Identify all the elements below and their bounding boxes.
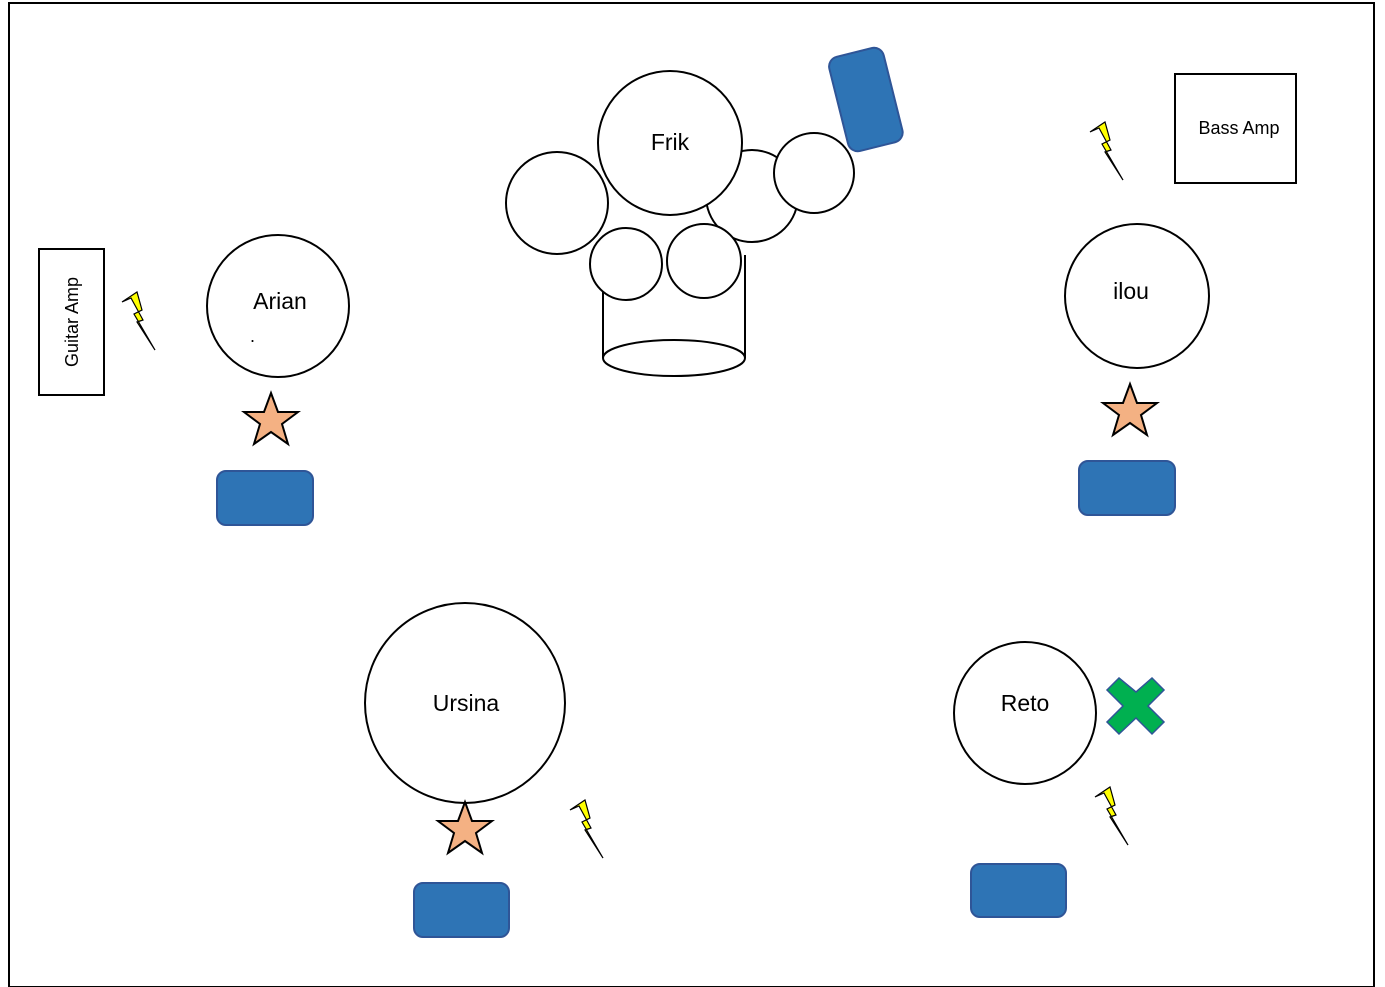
monitor-wedge-icon [413, 882, 510, 938]
guitar-amp-label: Guitar Amp [62, 277, 82, 367]
guitarist-circle [206, 234, 350, 378]
bassist-circle [1064, 223, 1210, 369]
reto-name: Reto [1001, 690, 1050, 716]
star-icon [1102, 383, 1158, 436]
star-icon [243, 392, 299, 445]
drummer-name: Frik [651, 129, 690, 155]
guitarist-name: Arian [253, 288, 307, 314]
snare-right [666, 223, 742, 299]
lightning-bolt-icon [121, 291, 156, 351]
drummer-circle [597, 70, 743, 216]
bassist-name: ilou [1113, 278, 1149, 304]
monitor-wedge-icon [828, 46, 904, 153]
guitar-amp [38, 248, 105, 396]
bass-amp [1174, 73, 1297, 184]
snare-left [589, 227, 663, 301]
drum-kit: Frik [505, 70, 855, 377]
cross-icon [1105, 676, 1166, 736]
floor-tom [505, 151, 609, 255]
lightning-bolt-icon [1089, 121, 1124, 181]
bass-amp-label: Bass Amp [1198, 118, 1279, 138]
reto-circle [953, 641, 1097, 785]
star-icon [437, 801, 493, 854]
singer-name: Ursina [433, 690, 500, 716]
lightning-bolt-icon [1094, 786, 1129, 846]
monitor-wedge-icon [1078, 460, 1176, 516]
stage-border [8, 2, 1375, 987]
lightning-bolt-icon [569, 799, 604, 859]
monitor-wedge-icon [970, 863, 1067, 918]
bass-drum [602, 339, 746, 377]
cymbal-right [773, 132, 855, 214]
stray-mark: . [250, 326, 255, 346]
monitor-wedge-icon [216, 470, 314, 526]
